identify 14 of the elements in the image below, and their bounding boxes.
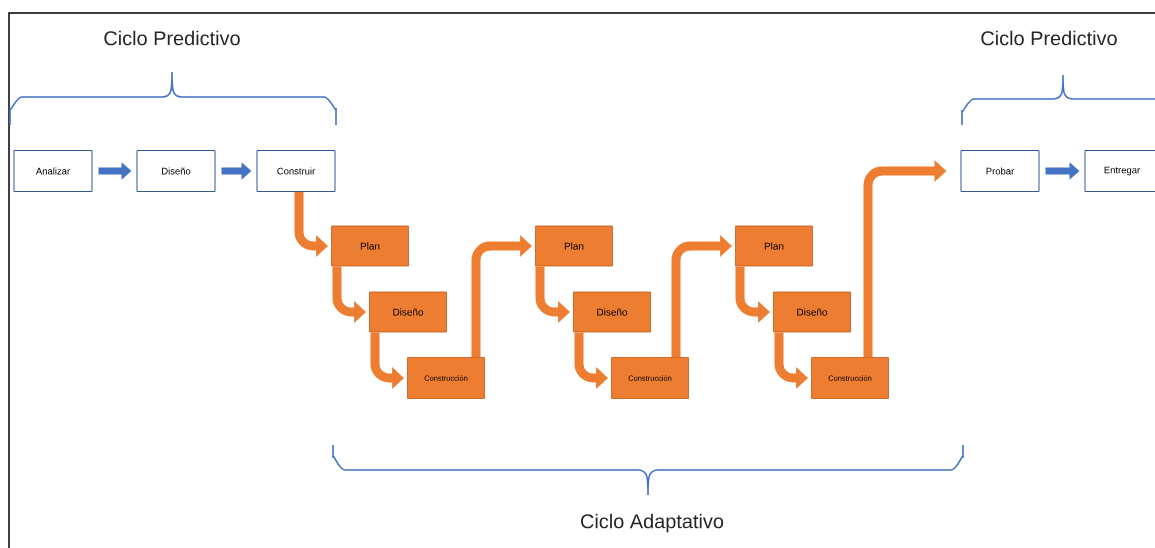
process-box: Analizar [13,150,93,192]
process-box: Diseño [773,291,851,333]
process-box: Diseño [369,291,447,333]
process-box: Plan [735,225,813,267]
process-box: Plan [535,225,613,267]
process-box: Diseño [573,291,651,333]
process-box: Diseño [136,150,216,192]
section-heading: Ciclo Adaptativo [581,513,724,533]
section-heading: Ciclo Predictivo [981,30,1117,46]
process-box: Construir [256,150,336,192]
process-box: Probar [960,150,1040,192]
section-heading: Ciclo Predictivo [104,30,240,46]
process-box: Entregar [1084,150,1155,192]
process-box: Plan [331,225,409,267]
